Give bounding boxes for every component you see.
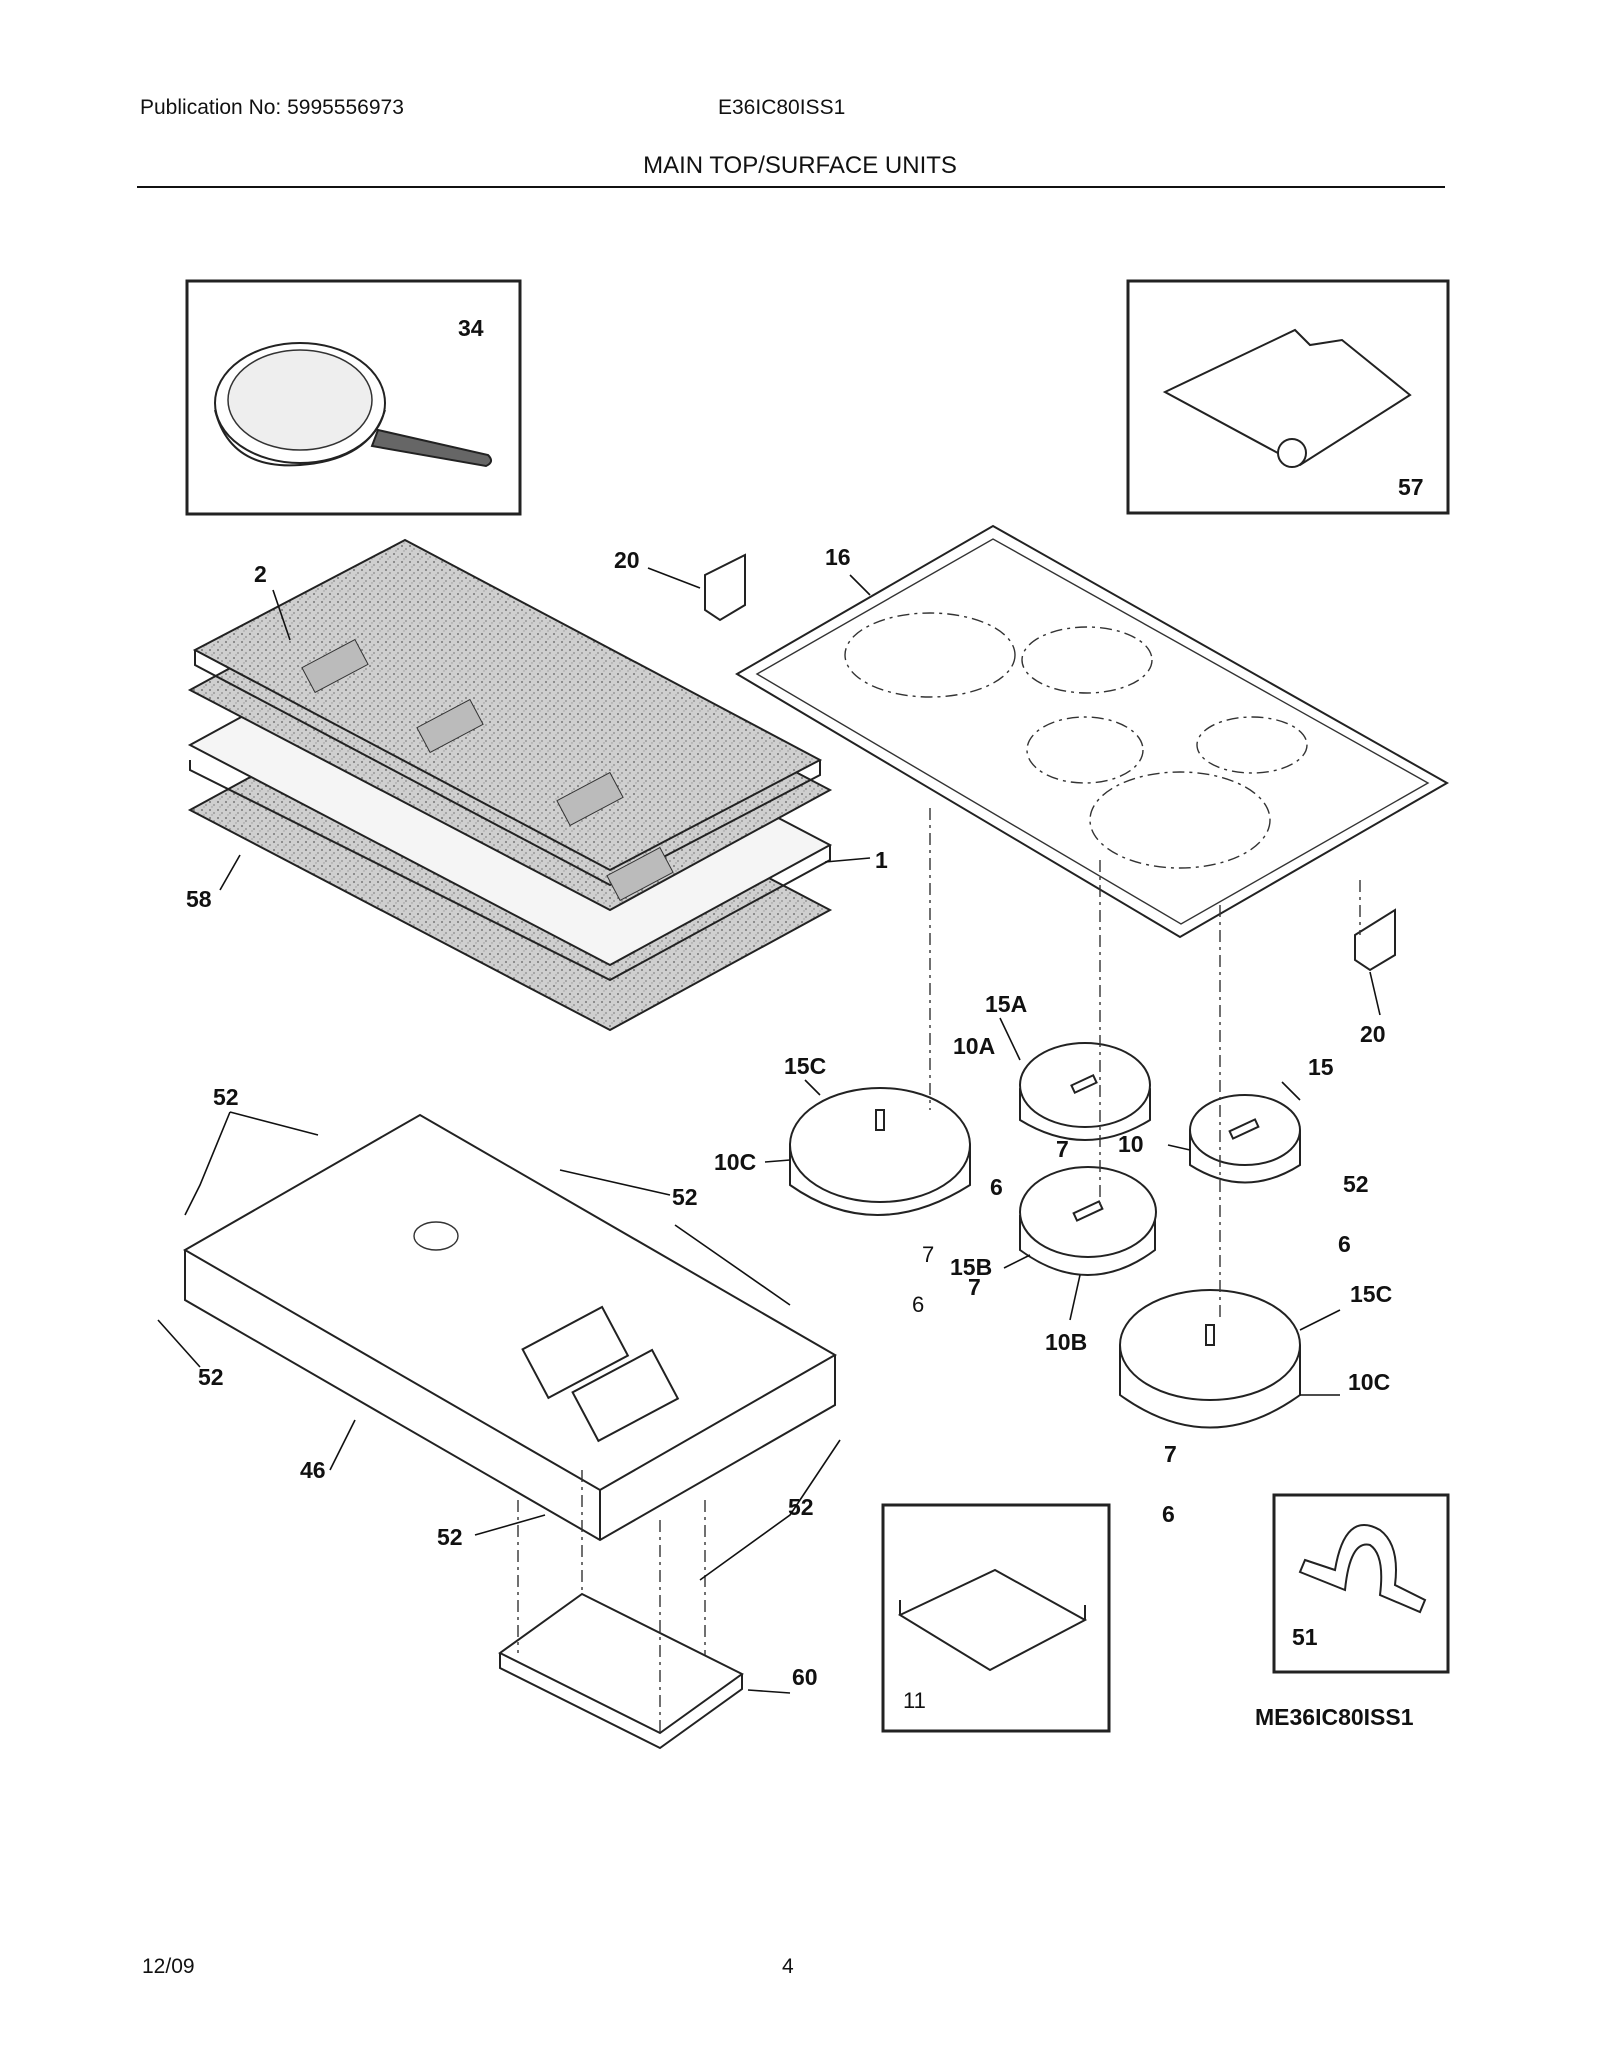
callout-labels: 34 57 2 20 16 1 58 15A 10A 15C 20 15 10 … <box>186 315 1424 1730</box>
callout-6-a: 6 <box>990 1174 1003 1200</box>
burner-15C-10C-right <box>1119 1289 1301 1429</box>
inset-box-34 <box>185 279 522 516</box>
callout-6-b: 6 <box>1338 1231 1351 1257</box>
callout-7-c: 7 <box>922 1242 934 1267</box>
gasket-icon <box>1162 328 1412 468</box>
footer-page-number: 4 <box>782 1955 794 1978</box>
bracket-20-right <box>1354 908 1396 972</box>
frying-pan-icon <box>214 342 492 468</box>
footer-date: 12/09 <box>142 1955 195 1978</box>
inset-box-11 <box>881 1503 1111 1733</box>
inset-box-51 <box>1272 1493 1450 1674</box>
callout-20-right: 20 <box>1360 1021 1386 1047</box>
callout-11: 11 <box>903 1688 926 1713</box>
bracket-20-top <box>704 553 746 622</box>
callout-15A: 15A <box>985 991 1027 1017</box>
callout-6-d: 6 <box>1162 1501 1175 1527</box>
callout-10A: 10A <box>953 1033 995 1059</box>
callout-7-a: 7 <box>1056 1136 1069 1162</box>
callout-1: 1 <box>875 847 888 873</box>
callout-2: 2 <box>254 561 267 587</box>
callout-15B: 15B <box>950 1254 992 1280</box>
callout-52-d: 52 <box>788 1494 814 1520</box>
alignment-lines <box>929 808 1361 1320</box>
burner-15C-10C-left <box>789 1087 971 1216</box>
callout-51: 51 <box>1292 1624 1318 1650</box>
callout-52-a: 52 <box>213 1084 239 1110</box>
callout-10: 10 <box>1118 1131 1144 1157</box>
header-rule <box>137 186 1445 188</box>
insulation-sheets-2-1-58 <box>187 538 833 1032</box>
callout-16: 16 <box>825 544 851 570</box>
callout-10C-right: 10C <box>1348 1369 1390 1395</box>
mounting-bracket-icon <box>897 1568 1088 1672</box>
callout-52-b: 52 <box>672 1184 698 1210</box>
callout-15: 15 <box>1308 1054 1334 1080</box>
callout-52-c: 52 <box>198 1364 224 1390</box>
callout-15C-left: 15C <box>784 1053 826 1079</box>
burner-15B-10B <box>1019 1166 1157 1276</box>
pipe-clamp-icon <box>1298 1524 1427 1614</box>
callout-46: 46 <box>300 1457 326 1483</box>
callout-10C-left: 10C <box>714 1149 756 1175</box>
callout-57: 57 <box>1398 474 1424 500</box>
glass-cooktop-16 <box>735 524 1450 939</box>
publication-number: Publication No: 5995556973 <box>140 96 404 119</box>
callout-34: 34 <box>458 315 484 341</box>
callout-7-b: 52 <box>1343 1171 1369 1197</box>
callout-52-e: 52 <box>437 1524 463 1550</box>
callout-58: 58 <box>186 886 212 912</box>
burner-15-10 <box>1189 1094 1301 1184</box>
tray-60 <box>498 1470 744 1750</box>
callout-6-c: 6 <box>912 1292 924 1317</box>
callout-15C-right: 15C <box>1350 1281 1392 1307</box>
chassis-46 <box>182 1113 838 1542</box>
inset-box-57 <box>1126 279 1450 515</box>
callout-7-e: 7 <box>1164 1441 1177 1467</box>
callout-10B: 10B <box>1045 1329 1087 1355</box>
page-title: MAIN TOP/SURFACE UNITS <box>643 152 957 179</box>
callout-7-d: 7 <box>968 1274 981 1300</box>
model-number: E36IC80ISS1 <box>718 96 846 119</box>
burner-15A-10A <box>1019 1042 1151 1141</box>
drawing-id: ME36IC80ISS1 <box>1255 1704 1414 1730</box>
leader-lines <box>157 567 1381 1694</box>
callout-20-top: 20 <box>614 547 640 573</box>
callout-60: 60 <box>792 1664 818 1690</box>
